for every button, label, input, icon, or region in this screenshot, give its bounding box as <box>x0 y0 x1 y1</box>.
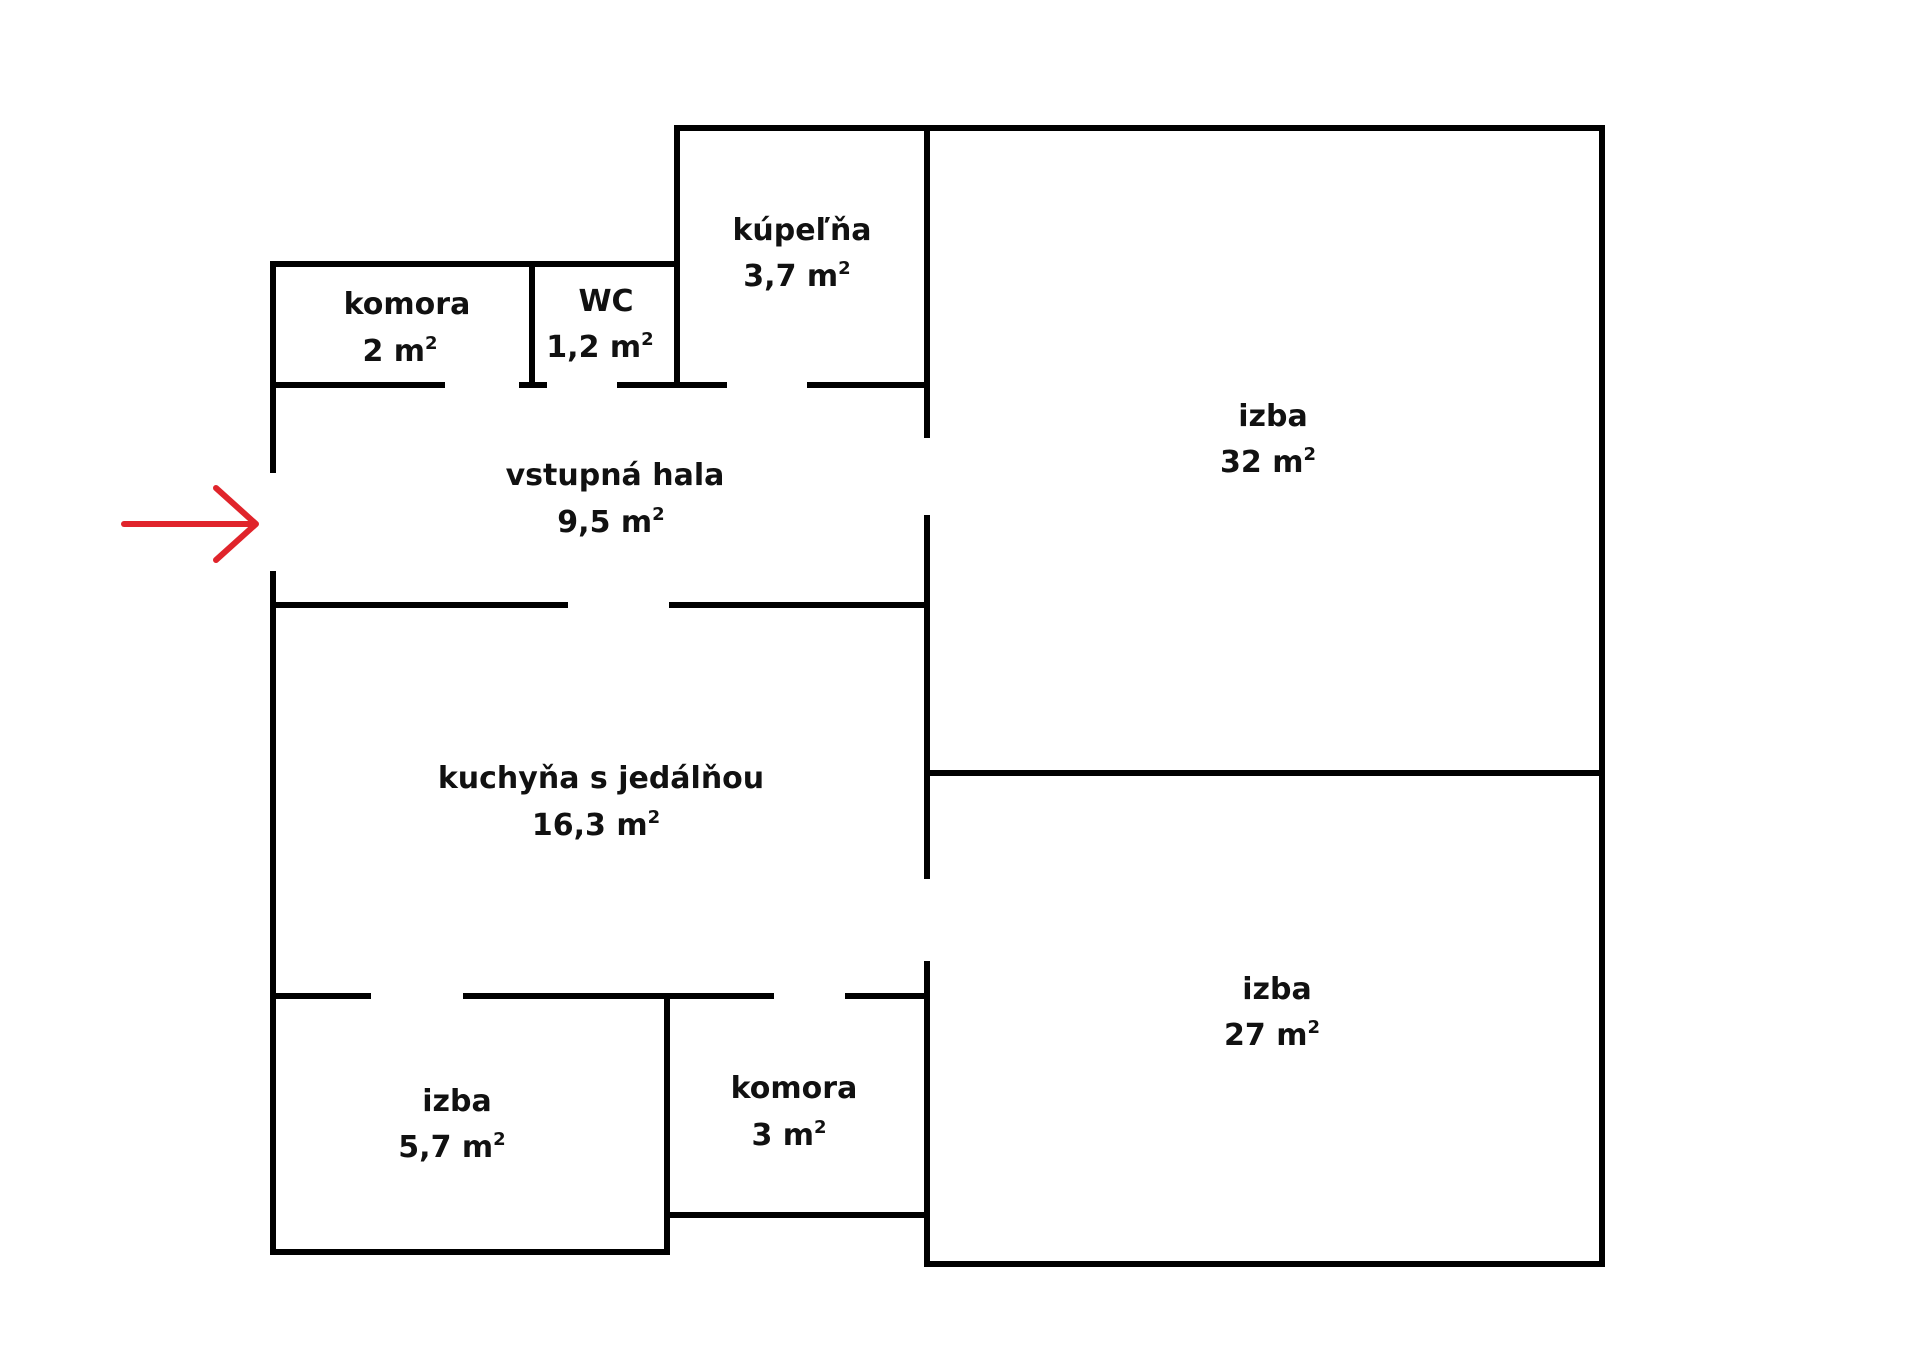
room-area: 2 m2 <box>362 333 437 369</box>
room-area: 1,2 m2 <box>546 329 653 365</box>
room-name: vstupná hala <box>506 458 725 493</box>
room-komora-top: komora 2 m2 <box>344 287 471 369</box>
room-wc: WC 1,2 m2 <box>546 284 653 365</box>
room-izba-27: izba 27 m2 <box>1224 972 1320 1053</box>
walls <box>270 125 1605 1267</box>
room-area: 32 m2 <box>1220 444 1316 480</box>
room-area: 3 m2 <box>751 1117 826 1153</box>
room-area: 9,5 m2 <box>557 504 664 540</box>
room-komora-bottom: komora 3 m2 <box>731 1071 858 1153</box>
room-name: izba <box>1238 399 1307 434</box>
room-area: 3,7 m2 <box>743 258 850 294</box>
room-kuchyna: kuchyňa s jedálňou 16,3 m2 <box>438 761 764 843</box>
room-name: kuchyňa s jedálňou <box>438 761 764 796</box>
room-name: izba <box>1242 972 1311 1007</box>
room-name: komora <box>731 1071 858 1106</box>
room-area: 16,3 m2 <box>532 807 660 843</box>
room-name: WC <box>578 284 633 319</box>
arrow-right-icon <box>121 485 259 563</box>
room-area: 27 m2 <box>1224 1017 1320 1053</box>
room-izba-32: izba 32 m2 <box>1220 399 1316 480</box>
room-name: kúpeľňa <box>732 213 871 248</box>
room-name: komora <box>344 287 471 322</box>
room-izba-57: izba 5,7 m2 <box>398 1084 505 1165</box>
room-area: 5,7 m2 <box>398 1129 505 1165</box>
room-vstupna-hala: vstupná hala 9,5 m2 <box>506 458 725 540</box>
room-kupelna: kúpeľňa 3,7 m2 <box>732 213 871 294</box>
room-name: izba <box>422 1084 491 1119</box>
